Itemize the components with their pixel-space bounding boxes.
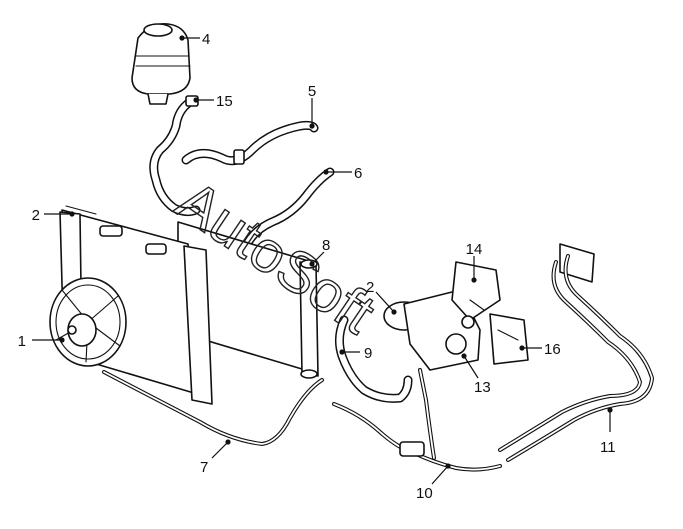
pipe-7 [102,370,324,446]
callout-7: 7 [200,459,208,476]
expansion-tank [131,22,191,105]
hose-5 [181,120,319,166]
callout-4: 4 [202,31,210,48]
callout-2-housing: 2 [366,279,374,296]
callout-6: 6 [354,165,362,182]
hose-15 [149,95,201,217]
pipe-11 [498,243,654,462]
callout-13: 13 [474,379,491,396]
cooling-fan [49,277,127,367]
callout-14: 14 [466,241,483,258]
callout-5: 5 [308,83,316,100]
callout-10: 10 [416,485,433,502]
callout-9: 9 [364,345,372,362]
callout-15: 15 [216,93,233,110]
hose-9 [334,315,413,403]
callout-1: 1 [18,333,26,350]
callout-2-radiator: 2 [32,207,40,224]
callout-16: 16 [544,341,561,358]
callout-8: 8 [322,237,330,254]
callout-11: 11 [600,439,616,456]
hose-10 [332,368,502,472]
thermostat-housing [383,261,529,371]
callouts: 1 2 2 4 5 6 7 8 9 10 11 13 [18,31,616,502]
